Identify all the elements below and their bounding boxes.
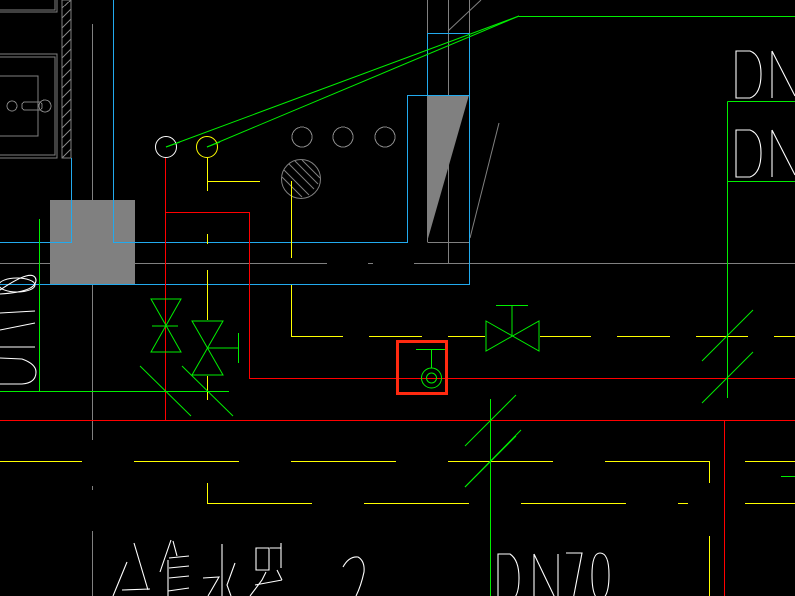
hatched-column-icon xyxy=(281,159,321,199)
gate-valve-horizontal-icon[interactable] xyxy=(485,305,540,352)
wall-layer xyxy=(0,0,470,285)
pipe-size-label-top-1 xyxy=(735,50,795,99)
manifold-number xyxy=(342,556,365,596)
floor-drain-icon[interactable] xyxy=(416,349,446,389)
riser-yellow-icon[interactable] xyxy=(196,136,218,158)
leader-lines xyxy=(165,15,795,148)
pipe-circle-icon xyxy=(374,126,396,148)
supply-pipe-layer xyxy=(0,158,795,596)
return-pipe-layer xyxy=(0,158,795,596)
gate-valve-icon[interactable] xyxy=(150,298,182,353)
fixture-outline-top xyxy=(0,0,58,13)
pipe-circle-icon xyxy=(291,126,313,148)
wedge-block xyxy=(427,95,469,242)
pipe-size-label-left xyxy=(0,274,37,385)
selection-highlight-box[interactable] xyxy=(396,340,448,395)
sink-fixture-inner xyxy=(0,75,39,137)
sink-fixture-outer xyxy=(0,53,58,159)
valve-layer xyxy=(0,101,795,596)
pipe-size-label-top-2 xyxy=(735,129,795,178)
riser-white-icon[interactable] xyxy=(155,136,177,158)
pipe-break-marks xyxy=(139,309,754,488)
fixture-ellipse xyxy=(0,277,36,293)
pipe-circle-icon xyxy=(332,126,354,148)
faucet-icon xyxy=(21,101,43,111)
drain-circle-icon xyxy=(6,100,18,112)
gate-valve-handle-icon[interactable] xyxy=(191,320,239,376)
manifold-label xyxy=(112,539,283,596)
pipe-size-label-bottom xyxy=(497,552,610,596)
